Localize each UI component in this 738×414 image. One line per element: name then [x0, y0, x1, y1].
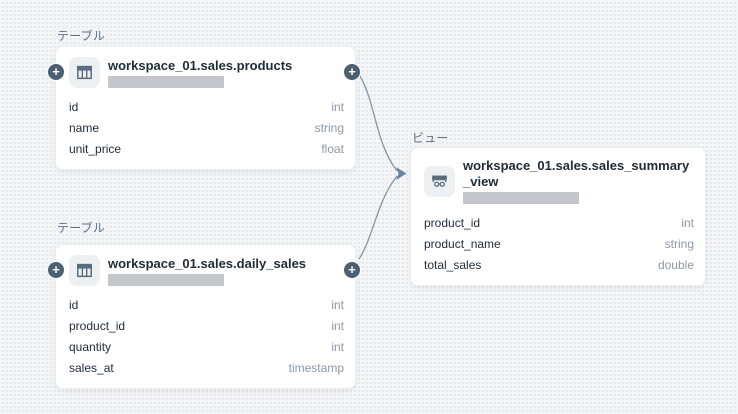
masked-text-placeholder: [108, 75, 224, 88]
edge-products-to-view: [359, 75, 398, 172]
column-type: int: [681, 215, 694, 230]
edge-daily-sales-to-view: [358, 175, 398, 260]
expand-downstream-button[interactable]: +: [343, 261, 361, 279]
column-type: double: [657, 257, 694, 272]
column-list: id int product_id int quantity int sales…: [56, 286, 355, 388]
column-row[interactable]: id int: [69, 294, 344, 315]
column-name: sales_at: [69, 360, 114, 375]
column-type: int: [331, 318, 344, 333]
column-type: timestamp: [288, 360, 344, 375]
node-kind-label: テーブル: [57, 221, 106, 235]
expand-upstream-button[interactable]: +: [47, 63, 65, 81]
column-row[interactable]: sales_at timestamp: [69, 357, 344, 378]
plus-icon: +: [348, 262, 356, 277]
node-title[interactable]: workspace_01.sales.daily_sales: [108, 255, 307, 271]
view-node-sales-summary[interactable]: workspace_01.sales.sales_summary_view pr…: [410, 147, 706, 286]
node-kind-label: テーブル: [57, 29, 106, 43]
column-row[interactable]: product_name string: [424, 233, 694, 254]
node-title[interactable]: workspace_01.sales.products: [108, 57, 293, 73]
column-type: string: [314, 120, 344, 135]
column-type: float: [321, 141, 344, 156]
masked-text-placeholder: [463, 192, 579, 204]
column-list: product_id int product_name string total…: [411, 204, 705, 285]
plus-icon: +: [348, 64, 356, 79]
column-row[interactable]: total_sales double: [424, 254, 694, 275]
column-row[interactable]: unit_price float: [69, 138, 344, 159]
column-row[interactable]: quantity int: [69, 336, 344, 357]
column-name: product_id: [69, 318, 126, 333]
node-header: workspace_01.sales.daily_sales: [56, 245, 355, 286]
column-name: total_sales: [424, 257, 482, 272]
column-name: quantity: [69, 339, 112, 354]
edge-arrowhead-icon: [396, 167, 407, 180]
plus-icon: +: [52, 64, 60, 79]
table-icon: [69, 57, 100, 88]
column-type: string: [664, 236, 694, 251]
column-row[interactable]: product_id int: [424, 212, 694, 233]
table-node-daily-sales[interactable]: + + workspace_01.sales.daily_sales id: [47, 244, 361, 389]
table-node-products[interactable]: + + workspace_01.sales.products id: [47, 46, 361, 170]
node-kind-label: ビュー: [412, 131, 449, 145]
column-name: name: [69, 120, 100, 135]
masked-text-placeholder: [108, 273, 224, 286]
column-name: unit_price: [69, 141, 122, 156]
column-row[interactable]: product_id int: [69, 315, 344, 336]
column-name: product_id: [424, 215, 481, 230]
node-header: workspace_01.sales.sales_summary_view: [411, 148, 705, 204]
node-title[interactable]: workspace_01.sales.sales_summary_view: [463, 158, 690, 189]
column-row[interactable]: id int: [69, 96, 344, 117]
expand-upstream-button[interactable]: +: [47, 261, 65, 279]
column-name: product_name: [424, 236, 501, 251]
plus-icon: +: [52, 262, 60, 277]
node-header: workspace_01.sales.products: [56, 47, 355, 88]
column-type: int: [331, 99, 344, 114]
view-icon: [424, 165, 455, 197]
expand-downstream-button[interactable]: +: [343, 63, 361, 81]
column-name: id: [69, 297, 79, 312]
column-type: int: [331, 339, 344, 354]
column-list: id int name string unit_price float: [56, 88, 355, 169]
table-icon: [69, 255, 100, 286]
column-type: int: [331, 297, 344, 312]
column-name: id: [69, 99, 79, 114]
column-row[interactable]: name string: [69, 117, 344, 138]
